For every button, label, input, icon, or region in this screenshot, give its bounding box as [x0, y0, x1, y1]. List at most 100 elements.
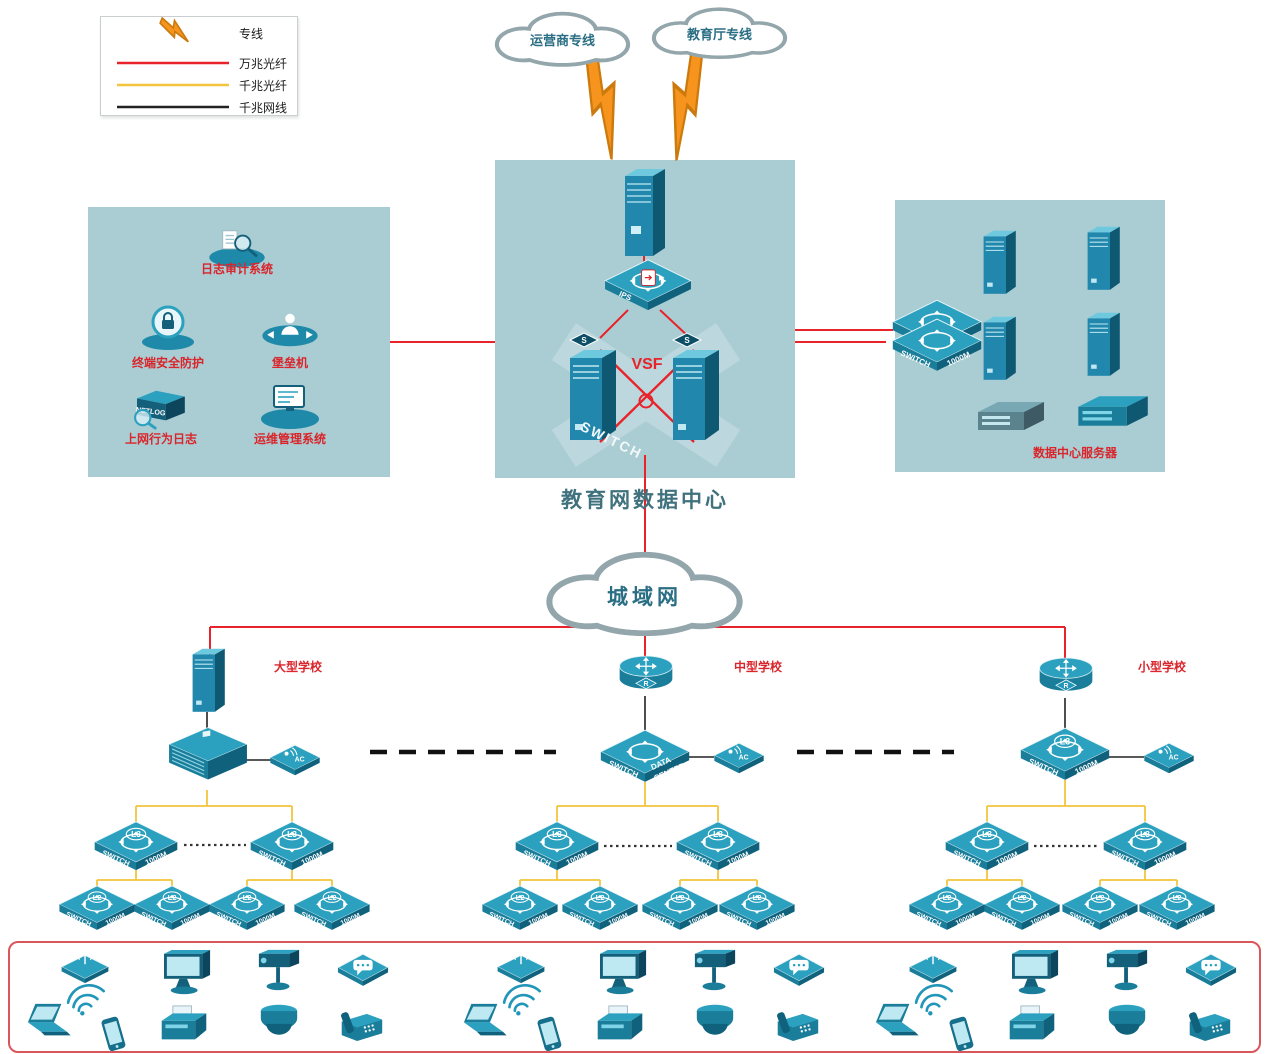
dome-camera-icon: [1105, 1002, 1149, 1042]
chat-terminal-icon: [772, 950, 826, 987]
school-large-label: 大型学校: [273, 660, 322, 674]
monitor-icon: [1008, 950, 1064, 998]
printer-icon: [594, 1004, 646, 1045]
laptop-icon: [874, 1002, 928, 1041]
school-medium-label: 中型学校: [733, 660, 782, 674]
dc-storage-icon: [972, 398, 1048, 434]
svg-text:L3: L3: [1060, 737, 1070, 747]
client-devices-group-1: [20, 942, 420, 1048]
smartphone-icon: [530, 1014, 568, 1054]
svg-text:L2: L2: [943, 893, 952, 902]
behavior-log-label: 上网行为日志: [124, 432, 197, 446]
legend-item-1g-fiber: 千兆光纤: [239, 79, 288, 93]
cloud-carrier-line: 运营商专线: [485, 6, 640, 70]
school-small-router-icon: R: [1035, 654, 1097, 698]
bastion-host-label: 堡垒机: [271, 356, 308, 370]
vsf-label: VSF: [631, 356, 663, 373]
svg-text:L2: L2: [676, 893, 685, 902]
cloud-edu-label: 教育厅专线: [686, 27, 752, 42]
chat-terminal-icon: [1184, 950, 1238, 987]
cloud-man-label: 城域网: [607, 585, 682, 609]
ac-controller: AC: [1142, 740, 1196, 774]
school-large-server-icon: [186, 646, 230, 716]
desk-phone-icon: [770, 1006, 824, 1047]
svg-text:NETLOG: NETLOG: [135, 406, 166, 418]
svg-text:S: S: [684, 336, 690, 345]
dc-access-switch: SWITCH 1000M: [890, 298, 984, 372]
svg-text:L3: L3: [131, 829, 141, 839]
dome-camera-icon: [693, 1002, 737, 1042]
wifi-ap-icon: [906, 948, 960, 984]
svg-text:L2: L2: [1096, 893, 1105, 902]
legend-item-10g-fiber: 万兆光纤: [239, 57, 288, 71]
core-firewall-icon: [617, 166, 671, 262]
svg-text:R: R: [1063, 683, 1068, 690]
printer-icon: [158, 1004, 210, 1045]
svg-text:AC: AC: [739, 754, 749, 761]
svg-text:L2: L2: [168, 893, 177, 902]
dome-camera-icon: [257, 1002, 301, 1042]
lightning-bolt-edu: [647, 43, 719, 163]
svg-text:L2: L2: [596, 893, 605, 902]
ac-controller: AC: [268, 742, 322, 776]
svg-text:L3: L3: [713, 829, 723, 839]
terminal-protect-label: 终端安全防护: [131, 356, 204, 370]
desk-phone-icon: [1182, 1006, 1236, 1047]
school-small-label: 小型学校: [1137, 660, 1186, 674]
terminal-protect-icon: [138, 302, 198, 352]
vsf-server-right-icon: S: [663, 330, 727, 448]
log-audit-label: 日志审计系统: [200, 262, 273, 276]
ptz-camera-icon: [1101, 948, 1153, 994]
ptz-camera-icon: [253, 948, 305, 994]
dc-servers-label: 数据中心服务器: [1032, 446, 1117, 460]
dc-server-icon: [1082, 224, 1124, 294]
school-medium-router-icon: R: [615, 652, 677, 696]
svg-text:S: S: [581, 336, 587, 345]
svg-text:L2: L2: [243, 893, 252, 902]
black-1g-links: [206, 696, 1144, 761]
svg-text:AC: AC: [295, 756, 305, 763]
ptz-camera-icon: [689, 948, 741, 994]
monitor-icon: [596, 950, 652, 998]
svg-text:L2: L2: [328, 893, 337, 902]
svg-text:L3: L3: [287, 829, 297, 839]
svg-text:AC: AC: [1169, 754, 1179, 761]
svg-text:L2: L2: [1018, 893, 1027, 902]
dc-server-icon: [978, 228, 1020, 298]
desk-phone-icon: [334, 1006, 388, 1047]
wifi-ap-icon: [58, 948, 112, 984]
chat-terminal-icon: [336, 950, 390, 987]
smartphone-icon: [94, 1014, 132, 1054]
laptop-icon: [462, 1002, 516, 1041]
client-devices-group-3: [868, 942, 1265, 1048]
wifi-ap-icon: [494, 948, 548, 984]
netlog-icon: NETLOG: [124, 386, 194, 430]
svg-text:L2: L2: [93, 893, 102, 902]
client-devices-group-2: [456, 942, 856, 1048]
legend-item-1g-cable: 千兆网线: [239, 101, 288, 115]
datacenter-title: 教育网数据中心: [561, 488, 729, 512]
svg-text:L3: L3: [1140, 829, 1150, 839]
client-devices-box: [8, 941, 1261, 1053]
legend-item-dedicated-line: 专线: [239, 27, 264, 41]
ops-mgmt-label: 运维管理系统: [253, 432, 326, 446]
legend: 专线 万兆光纤 千兆光纤 千兆网线: [100, 16, 298, 116]
ac-controller: AC: [712, 740, 766, 774]
smartphone-icon: [942, 1014, 980, 1054]
ops-mgmt-icon: [258, 382, 322, 430]
laptop-icon: [26, 1002, 80, 1041]
